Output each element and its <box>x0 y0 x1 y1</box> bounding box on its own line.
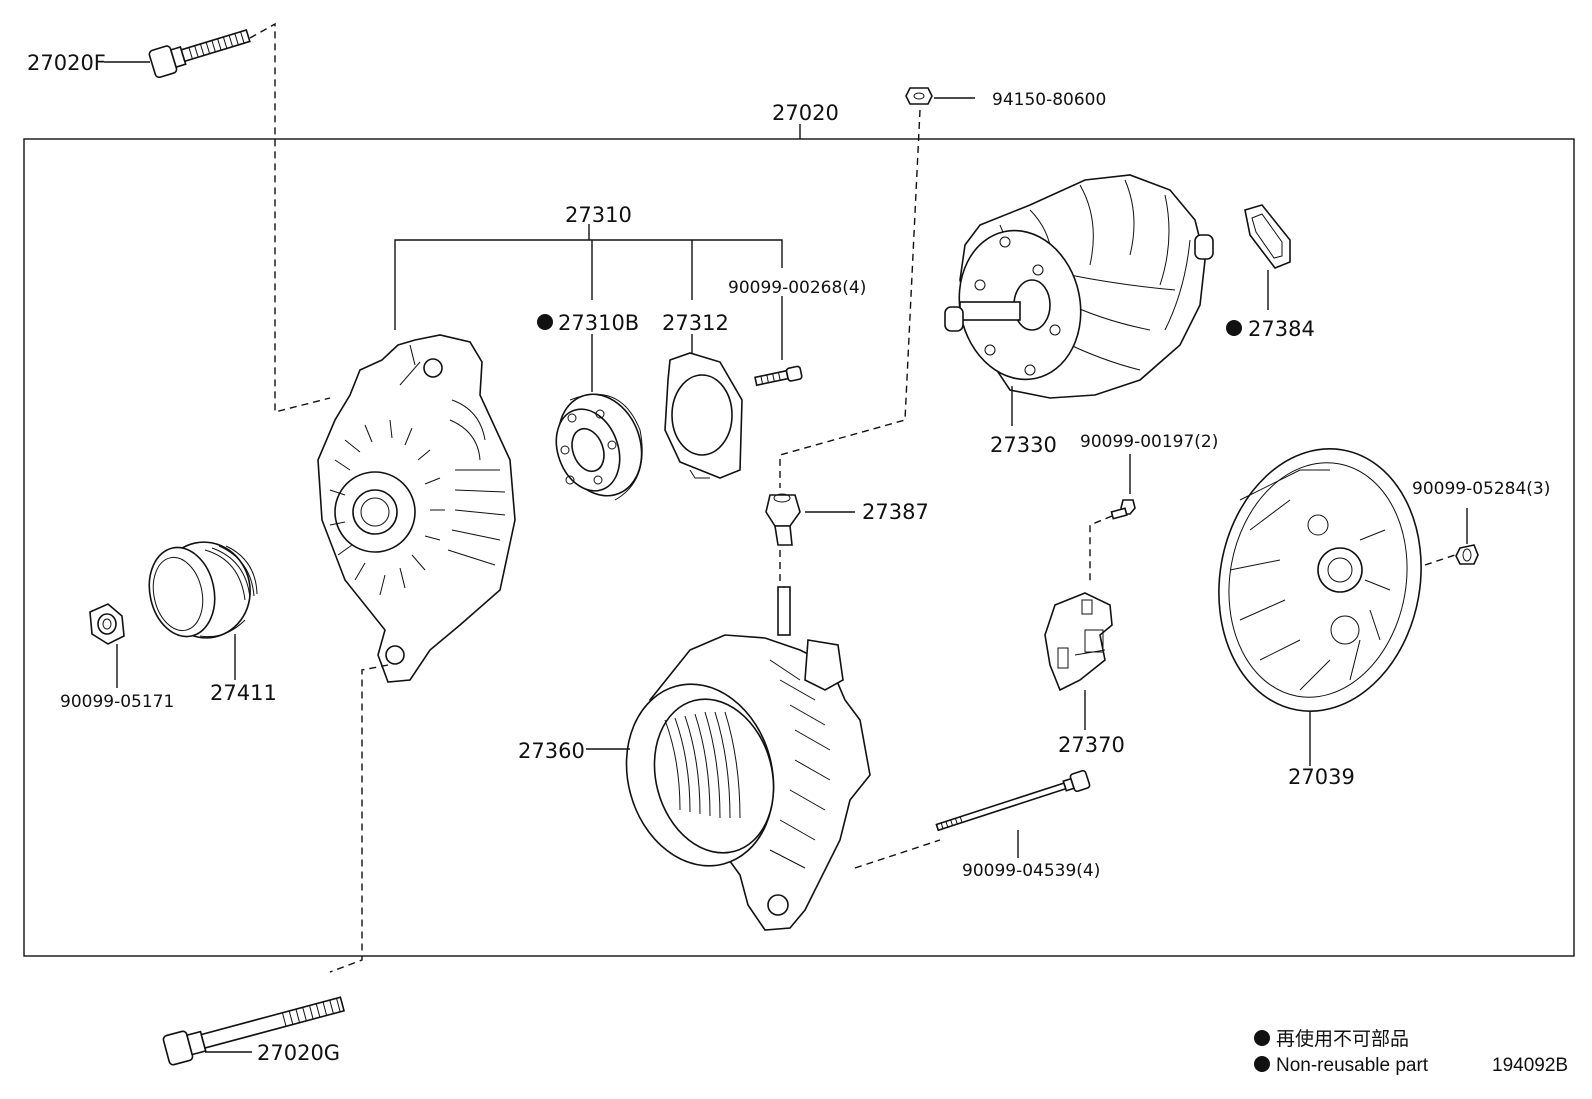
rotor-assembly-27330[interactable] <box>944 174 1214 399</box>
label-27370: 27370 <box>1058 733 1125 757</box>
label-27020: 27020 <box>772 101 839 125</box>
bolt-27020g[interactable] <box>162 990 347 1066</box>
non-reusable-dot-27384 <box>1226 320 1242 336</box>
legend-english: Non-reusable part <box>1276 1055 1429 1076</box>
brush-holder-27370[interactable] <box>1044 592 1113 692</box>
label-90099-04539: 90099-04539(4) <box>962 861 1100 881</box>
bolt-90099-04539[interactable] <box>935 769 1091 836</box>
label-27384: 27384 <box>1248 317 1315 341</box>
label-90099-05284: 90099-05284(3) <box>1412 479 1550 499</box>
legend-dot-english <box>1254 1056 1270 1072</box>
screw-90099-00268[interactable] <box>754 365 803 388</box>
label-27310: 27310 <box>565 203 632 227</box>
stator-27360[interactable] <box>607 586 871 931</box>
label-90099-00268: 90099-00268(4) <box>728 278 866 298</box>
bearing-27310b[interactable] <box>545 382 656 507</box>
nut-90099-05284[interactable] <box>1455 544 1479 565</box>
label-27411: 27411 <box>210 681 277 705</box>
assembly-frame <box>23 138 1575 957</box>
label-27360: 27360 <box>518 739 585 763</box>
leader-27020f <box>249 22 331 413</box>
leader-27020g <box>329 664 389 973</box>
label-90099-05171: 90099-05171 <box>60 692 174 712</box>
label-90099-00197: 90099-00197(2) <box>1080 432 1218 452</box>
retainer-plate-27312[interactable] <box>664 352 743 479</box>
label-27312: 27312 <box>662 311 729 335</box>
label-27039: 27039 <box>1288 765 1355 789</box>
label-94150-80600: 94150-80600 <box>992 90 1106 110</box>
nut-90099-05171[interactable] <box>89 603 125 645</box>
oring-27384[interactable] <box>1244 204 1291 269</box>
diagram-code: 194092B <box>1492 1055 1568 1076</box>
label-27020f: 27020F <box>27 51 106 75</box>
label-27310b: 27310B <box>558 311 639 335</box>
label-27387: 27387 <box>862 500 929 524</box>
bolt-27020f[interactable] <box>148 22 252 79</box>
label-27020g: 27020G <box>257 1041 340 1065</box>
non-reusable-dot-27310b <box>537 314 553 330</box>
screw-90099-00197[interactable] <box>1110 499 1136 520</box>
nut-94150-80600[interactable] <box>905 87 933 105</box>
rear-end-cover-27039[interactable] <box>1199 433 1442 728</box>
terminal-27387[interactable] <box>765 493 801 546</box>
leader-94150 <box>779 109 921 488</box>
label-27330: 27330 <box>990 433 1057 457</box>
pulley-27411[interactable] <box>141 534 259 647</box>
legend-dot-japanese <box>1254 1030 1270 1046</box>
drive-end-frame[interactable] <box>317 334 516 683</box>
legend-japanese: 再使用不可部品 <box>1276 1028 1409 1050</box>
